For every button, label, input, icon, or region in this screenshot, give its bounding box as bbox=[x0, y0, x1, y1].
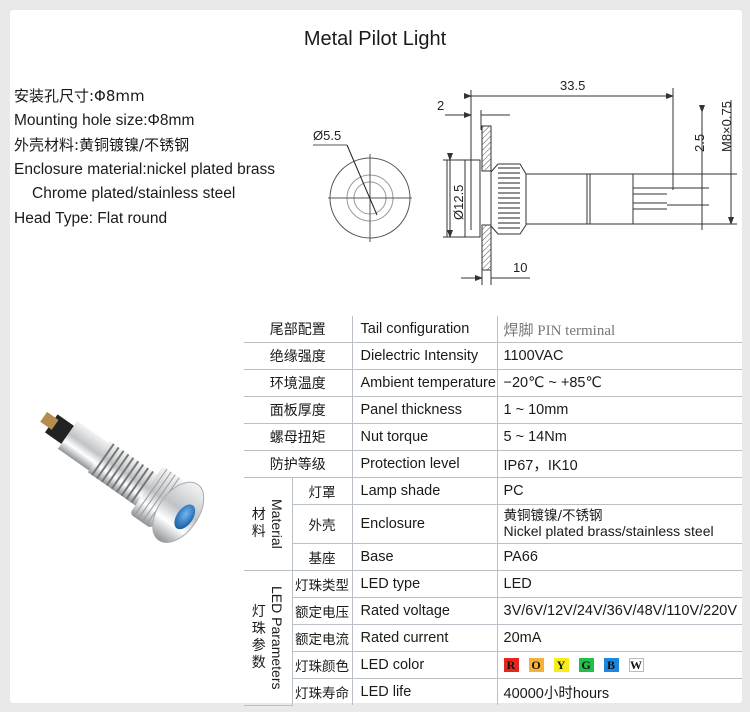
row-label-en: LED life bbox=[351, 678, 497, 705]
enclosure-material-en-2: Chrome plated/stainless steel bbox=[32, 185, 236, 203]
mounting-hole-cn: 安装孔尺寸:Φ8mm bbox=[14, 87, 145, 105]
table-row: 面板厚度 Panel thickness 1 ~ 10mm bbox=[244, 396, 742, 424]
color-swatch-b: B bbox=[603, 658, 619, 672]
color-swatch-w: W bbox=[628, 657, 644, 672]
front-view bbox=[313, 144, 412, 242]
row-value: 焊脚 PIN terminal bbox=[496, 316, 742, 343]
row-label-cn: 灯罩 bbox=[292, 477, 352, 505]
color-swatch-g: G bbox=[578, 658, 594, 672]
row-label-en: Ambient temperature bbox=[351, 369, 497, 397]
face-diameter-label: Ø5.5 bbox=[313, 128, 341, 143]
group-label-en: Material bbox=[268, 499, 285, 549]
row-label-cn: 灯珠类型 bbox=[292, 570, 352, 598]
row-label-en: LED color bbox=[351, 651, 497, 679]
row-label-en: Enclosure bbox=[351, 504, 497, 544]
color-swatch-r: R bbox=[503, 658, 519, 672]
row-label-cn: 基座 bbox=[292, 543, 352, 571]
head-diameter-label: Ø12.5 bbox=[451, 185, 466, 220]
row-value: IP67，IK10 bbox=[496, 450, 742, 478]
row-label-cn: 螺母扭矩 bbox=[244, 423, 352, 451]
spec-table: 尾部配置 Tail configuration 焊脚 PIN terminal … bbox=[244, 316, 742, 706]
row-label-en: Nut torque bbox=[351, 423, 497, 451]
pin-spacing-label: 2.5 bbox=[692, 134, 707, 152]
mounting-hole-en: Mounting hole size:Φ8mm bbox=[14, 111, 195, 129]
row-value: 1 ~ 10mm bbox=[496, 396, 742, 424]
table-row: 绝缘强度 Dielectric Intensity 1100VAC bbox=[244, 342, 742, 370]
row-value: 黄铜镀镍/不锈钢 Nickel plated brass/stainless s… bbox=[496, 504, 742, 544]
row-value: LED bbox=[496, 570, 742, 598]
row-label-cn: 灯珠寿命 bbox=[295, 686, 349, 702]
head-thickness-label: 2 bbox=[437, 98, 444, 113]
table-row: 尾部配置 Tail configuration 焊脚 PIN terminal bbox=[244, 316, 742, 343]
row-label-cn: 防护等级 bbox=[244, 450, 352, 478]
row-value: PA66 bbox=[496, 543, 742, 571]
row-label-en: Panel thickness bbox=[351, 396, 497, 424]
enclosure-material-cn: 外壳材料:黄铜镀镍/不锈钢 bbox=[14, 136, 190, 155]
value-en: Nickel plated brass/stainless steel bbox=[503, 523, 714, 539]
row-label-cn: 额定电流 bbox=[292, 624, 352, 652]
thread-icon bbox=[87, 441, 158, 506]
row-value: 1100VAC bbox=[496, 342, 742, 370]
table-row: 环境温度 Ambient temperature −20℃ ~ +85℃ bbox=[244, 369, 742, 397]
row-label-en: Dielectric Intensity bbox=[351, 342, 497, 370]
color-swatch-o: O bbox=[528, 658, 544, 672]
led-parameters-group: 灯珠参数 LED Parameters bbox=[244, 570, 293, 706]
row-label-en: Base bbox=[351, 543, 497, 571]
row-label-cn: 面板厚度 bbox=[244, 396, 352, 424]
row-value: PC bbox=[496, 477, 742, 505]
row-label-cn: 环境温度 bbox=[244, 369, 352, 397]
table-row: 螺母扭矩 Nut torque 5 ~ 14Nm bbox=[244, 423, 742, 451]
value-cn: 黄铜镀镍/不锈钢 bbox=[503, 508, 603, 524]
row-label-en: LED type bbox=[351, 570, 497, 598]
thread-label: M8×0.75 bbox=[719, 101, 734, 152]
table-row: 防护等级 Protection level IP67，IK10 bbox=[244, 450, 742, 478]
row-value: 5 ~ 14Nm bbox=[496, 423, 742, 451]
group-label-cn: 材料 bbox=[251, 507, 266, 540]
group-label-cn: 灯珠参数 bbox=[251, 603, 266, 671]
row-label-en: Protection level bbox=[351, 450, 497, 478]
page-title: Metal Pilot Light bbox=[303, 28, 447, 50]
row-label-en: Rated current bbox=[351, 624, 497, 652]
row-value: 40000小时hours bbox=[496, 678, 742, 705]
material-group: 材料 Material bbox=[244, 477, 293, 571]
row-label-cn: 外壳 bbox=[292, 504, 352, 544]
row-label-cn: 灯珠颜色 bbox=[292, 651, 352, 679]
group-label-en: LED Parameters bbox=[268, 586, 285, 690]
pin-base-icon bbox=[44, 414, 74, 444]
row-value: 20mA bbox=[496, 624, 742, 652]
row-label-en: Lamp shade bbox=[351, 477, 497, 505]
color-swatch-y: Y bbox=[553, 658, 569, 672]
row-label-en: Rated voltage bbox=[351, 597, 497, 625]
enclosure-material-en: Enclosure material:nickel plated brass bbox=[14, 160, 276, 178]
row-label-cn: 额定电压 bbox=[292, 597, 352, 625]
total-length-label: 33.5 bbox=[560, 78, 585, 93]
key-specs-list: 安装孔尺寸:Φ8mm Mounting hole size:Φ8mm 外壳材料:… bbox=[14, 84, 275, 232]
row-value: −20℃ ~ +85℃ bbox=[496, 369, 742, 397]
row-value: 3V/6V/12V/24V/36V/48V/110V/220V bbox=[496, 597, 742, 625]
head-type: Head Type: Flat round bbox=[14, 209, 168, 227]
technical-drawing: Ø5.5 bbox=[295, 60, 750, 295]
product-photo bbox=[20, 370, 230, 580]
dimension-drawing: Ø5.5 bbox=[313, 78, 737, 285]
row-label-cn: 绝缘强度 bbox=[244, 342, 352, 370]
panel-range-label: 10 bbox=[513, 260, 527, 275]
table-row: 外壳 Enclosure 黄铜镀镍/不锈钢 Nickel plated bras… bbox=[244, 504, 742, 544]
row-label-en: Tail configuration bbox=[351, 316, 497, 343]
side-view bbox=[446, 125, 667, 271]
blue-lens-icon bbox=[174, 504, 196, 530]
row-label-cn: 尾部配置 bbox=[244, 316, 352, 343]
